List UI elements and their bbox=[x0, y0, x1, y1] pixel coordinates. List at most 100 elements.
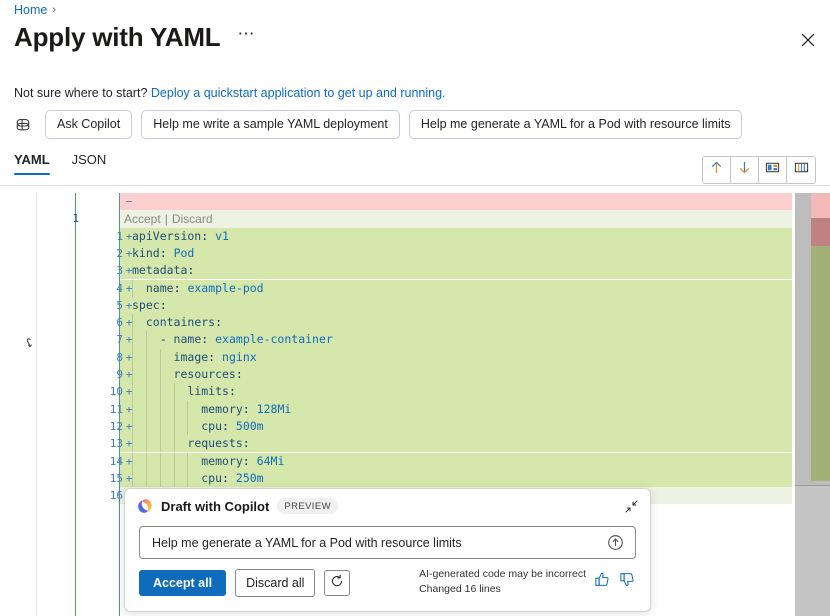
code-line-number: 2 bbox=[116, 246, 123, 260]
inline-discard-link[interactable]: Discard bbox=[171, 211, 213, 226]
code-line[interactable]: 1+apiVersion: v1 bbox=[0, 227, 830, 245]
indent-guide bbox=[159, 366, 161, 384]
next-change-button[interactable] bbox=[731, 157, 759, 183]
diff-sign: + bbox=[125, 368, 133, 381]
indent-guide bbox=[132, 279, 133, 297]
code-line-background bbox=[120, 193, 830, 211]
indent-guide bbox=[187, 452, 189, 470]
side-by-side-view-button[interactable] bbox=[759, 157, 787, 183]
code-line-background bbox=[120, 417, 830, 436]
code-line[interactable]: 11+ memory: 128Mi bbox=[0, 400, 830, 418]
ruler-mark-delete bbox=[811, 193, 830, 218]
code-line-background bbox=[120, 227, 830, 245]
code-line[interactable]: 5+spec: bbox=[0, 296, 830, 315]
ruler-mark-delete-strong bbox=[811, 218, 830, 246]
copilot-prompt-field[interactable] bbox=[139, 526, 636, 559]
code-line[interactable]: 6+ containers: bbox=[0, 314, 830, 332]
code-line[interactable]: 15+ cpu: 250m bbox=[0, 469, 830, 488]
code-line-number: 4 bbox=[116, 281, 123, 295]
diff-sign: + bbox=[125, 264, 133, 278]
indent-guide bbox=[173, 400, 175, 418]
indent-guide bbox=[187, 417, 189, 436]
tab-yaml[interactable]: YAML bbox=[14, 152, 50, 175]
inline-view-button[interactable] bbox=[787, 157, 815, 183]
chip-ask-copilot[interactable]: Ask Copilot bbox=[45, 110, 133, 139]
code-line-text: image: nginx bbox=[173, 349, 257, 364]
revert-arrow-icon[interactable] bbox=[18, 333, 38, 353]
indent-guide bbox=[145, 469, 147, 488]
editor-toolbar bbox=[702, 156, 816, 184]
indent-guide bbox=[159, 383, 161, 401]
indent-guide bbox=[132, 435, 133, 453]
close-icon[interactable] bbox=[794, 26, 822, 54]
book-view-icon bbox=[794, 160, 809, 180]
tab-json[interactable]: JSON bbox=[71, 152, 107, 167]
inline-accept-link[interactable]: Accept bbox=[124, 211, 161, 226]
changed-lines-text: Changed 16 lines bbox=[419, 583, 501, 595]
code-line-text: limits: bbox=[187, 384, 236, 399]
code-line[interactable]: 10+ limits: bbox=[0, 383, 830, 401]
code-line-number: 11 bbox=[109, 402, 123, 416]
ruler-scroll-edge bbox=[795, 485, 830, 486]
indent-guide bbox=[159, 469, 161, 488]
diff-sign: + bbox=[125, 298, 133, 312]
draft-with-copilot-panel[interactable]: Draft with Copilot PREVIEW Accept all Di… bbox=[124, 488, 651, 612]
breadcrumb-separator-icon: › bbox=[52, 4, 57, 16]
code-line-background bbox=[120, 469, 830, 488]
code-line-background bbox=[120, 210, 830, 228]
breadcrumb-item-home[interactable]: Home bbox=[14, 3, 48, 17]
code-line-text: resources: bbox=[173, 367, 243, 381]
copilot-panel-header: Draft with Copilot PREVIEW bbox=[125, 489, 650, 523]
code-line[interactable]: 4+ name: example-pod bbox=[0, 279, 830, 297]
indent-guide bbox=[173, 435, 175, 453]
code-line-text: requests: bbox=[187, 436, 250, 451]
indent-guide bbox=[145, 348, 147, 366]
chip-sample-yaml-deployment[interactable]: Help me write a sample YAML deployment bbox=[141, 110, 400, 139]
quickstart-link[interactable]: Deploy a quickstart application to get u… bbox=[150, 86, 446, 100]
code-line[interactable]: 2+kind: Pod bbox=[0, 244, 830, 263]
code-line-number: 8 bbox=[116, 350, 123, 364]
code-line-background bbox=[120, 452, 830, 470]
code-line[interactable]: 3+metadata: bbox=[0, 262, 830, 280]
collapse-icon[interactable] bbox=[624, 499, 640, 515]
code-line[interactable]: 14+ memory: 64Mi bbox=[0, 452, 830, 470]
editor-gutter-divider bbox=[36, 193, 37, 616]
accept-all-button[interactable]: Accept all bbox=[139, 570, 227, 596]
code-line[interactable]: 8+ image: nginx bbox=[0, 348, 830, 366]
code-line-text: - name: example-container bbox=[132, 332, 333, 347]
more-options-button[interactable]: ⋯ bbox=[237, 24, 256, 43]
code-line[interactable]: 12+ cpu: 500m bbox=[0, 417, 830, 436]
diff-sign: + bbox=[125, 229, 133, 243]
code-line[interactable]: 13+ requests: bbox=[0, 435, 830, 453]
inline-accept-discard-widget: Accept | Discard bbox=[120, 210, 213, 227]
split-view-icon bbox=[765, 160, 780, 180]
indent-guide bbox=[132, 452, 133, 470]
code-line-number: 12 bbox=[109, 419, 123, 433]
code-line[interactable]: 9+ resources: bbox=[0, 366, 830, 384]
code-line[interactable] bbox=[0, 210, 830, 228]
code-line-text: apiVersion: v1 bbox=[132, 228, 229, 243]
thumbs-down-icon[interactable] bbox=[619, 571, 636, 588]
chip-pod-resource-limits[interactable]: Help me generate a YAML for a Pod with r… bbox=[408, 110, 743, 139]
code-line[interactable]: 7+ - name: example-container bbox=[0, 331, 830, 349]
code-line-background bbox=[120, 244, 830, 263]
code-line-background bbox=[120, 262, 830, 280]
code-line-number: 1 bbox=[116, 229, 123, 243]
code-line-number: 10 bbox=[109, 385, 123, 399]
editor-overview-ruler[interactable] bbox=[792, 193, 830, 616]
code-line-number: 13 bbox=[109, 437, 123, 451]
previous-change-button[interactable] bbox=[703, 157, 731, 183]
copilot-prompt-input[interactable] bbox=[150, 534, 607, 551]
quickstart-hint-text: Not sure where to start? bbox=[14, 86, 148, 100]
diff-sign: + bbox=[125, 419, 133, 433]
discard-all-button[interactable]: Discard all bbox=[235, 569, 316, 597]
indent-guide bbox=[159, 452, 161, 470]
regenerate-button[interactable] bbox=[324, 570, 351, 596]
thumbs-up-icon[interactable] bbox=[594, 571, 611, 588]
code-line[interactable]: − bbox=[0, 193, 830, 211]
send-arrow-up-icon[interactable] bbox=[607, 534, 625, 552]
diff-sign: + bbox=[125, 281, 133, 295]
editor-modified-margin-line bbox=[119, 193, 120, 616]
indent-guide bbox=[132, 314, 133, 332]
